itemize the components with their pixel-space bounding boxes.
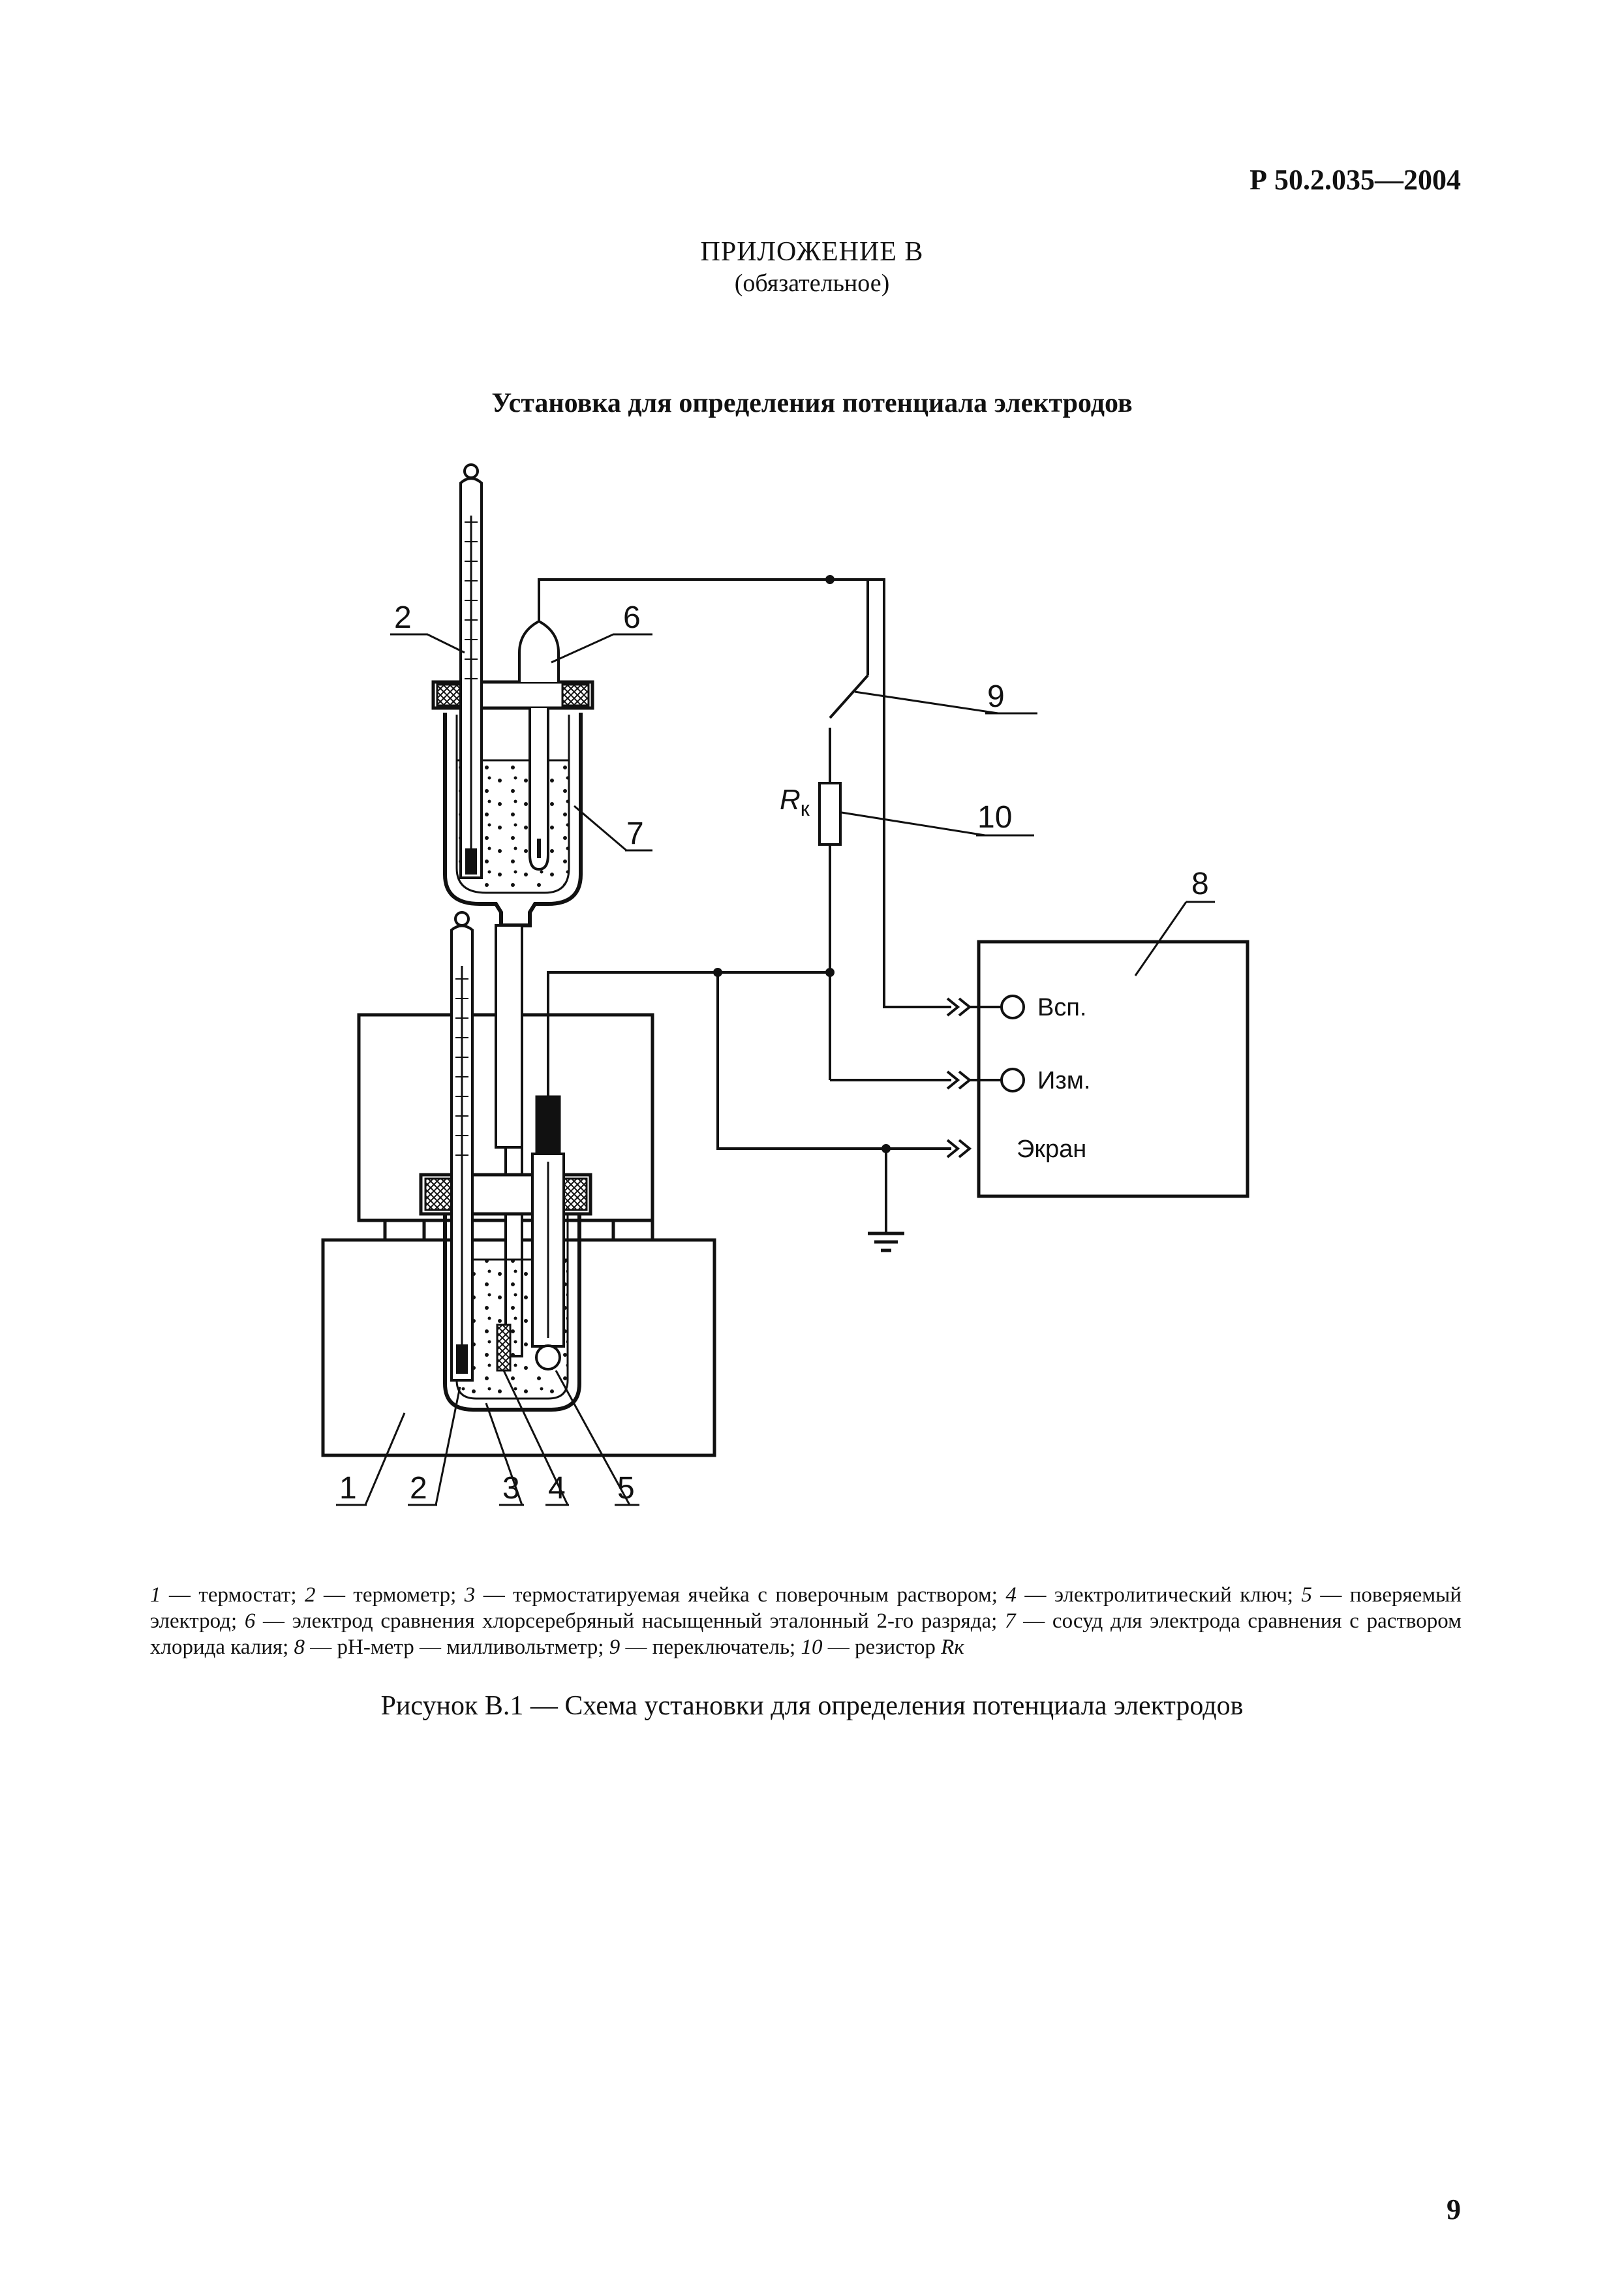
legend-text: — сосуд для электрода сравнения с раство…	[150, 1609, 1462, 1659]
figure-legend: 1 — термостат; 2 — термометр; 3 — термос…	[150, 1582, 1462, 1660]
legend-num: 1	[150, 1583, 161, 1607]
legend-text: — электрод сравнения хлорсеребряный насы…	[255, 1609, 1005, 1633]
callout-2-top: 2	[394, 600, 412, 635]
legend-text: — резистор	[822, 1635, 942, 1659]
callout-1: 1	[339, 1471, 357, 1506]
page-number: 9	[1447, 2193, 1461, 2225]
figure-title: Установка для определения потенциала эле…	[491, 388, 1133, 418]
reference-vessel	[431, 680, 594, 927]
terminal-meas-label: Изм.	[1037, 1067, 1090, 1094]
legend-num: 8	[294, 1635, 305, 1659]
legend-text: — термостатируемая ячейка с поверочным р…	[475, 1583, 1006, 1607]
callout-7: 7	[626, 816, 644, 851]
callout-2-bottom: 2	[410, 1471, 427, 1506]
figure-caption: Рисунок В.1 — Схема установки для опреде…	[380, 1691, 1244, 1721]
legend-num: 7	[1005, 1609, 1016, 1633]
document-code: Р 50.2.035—2004	[1249, 164, 1461, 196]
wiring	[538, 578, 1025, 1252]
resistor-symbol	[818, 782, 842, 846]
legend-num: 6	[244, 1609, 256, 1633]
ph-meter	[977, 940, 1249, 1198]
setup-diagram: 2 6 9 10 7 8 1 2 3 4 5 Rк Всп. Изм. Экра…	[321, 463, 1249, 1506]
legend-text: — электролитический ключ;	[1016, 1583, 1302, 1607]
callout-10: 10	[977, 800, 1012, 835]
legend-resistor: Rк	[941, 1635, 964, 1659]
legend-num: 9	[609, 1635, 620, 1659]
legend-text: — термостат;	[161, 1583, 305, 1607]
legend-text: — переключатель;	[620, 1635, 801, 1659]
legend-text: — термометр;	[315, 1583, 465, 1607]
legend-text: — рН-метр — милливольтметр;	[305, 1635, 609, 1659]
legend-num: 10	[801, 1635, 823, 1659]
appendix-status: (обязательное)	[734, 270, 890, 297]
tested-electrode	[531, 1083, 565, 1371]
legend-text: — поверяемый электрод;	[150, 1583, 1462, 1633]
legend-num: 5	[1301, 1583, 1312, 1607]
callout-9: 9	[987, 679, 1005, 714]
callout-8: 8	[1191, 867, 1209, 901]
callout-3: 3	[502, 1471, 520, 1506]
aux-terminal	[1000, 995, 1025, 1019]
terminal-aux-label: Всп.	[1037, 994, 1086, 1021]
svg-text:Rк: Rк	[780, 784, 810, 820]
resistor-label: R	[780, 784, 801, 816]
legend-num: 2	[305, 1583, 316, 1607]
callout-6: 6	[623, 600, 641, 635]
meas-terminal	[1000, 1068, 1025, 1092]
legend-num: 3	[464, 1583, 476, 1607]
upper-thermometer	[459, 463, 483, 879]
resistor-subscript: к	[801, 797, 810, 820]
appendix-title: ПРИЛОЖЕНИЕ В	[700, 237, 924, 267]
callout-5: 5	[617, 1471, 635, 1506]
callout-4: 4	[548, 1471, 566, 1506]
terminal-screen-label: Экран	[1017, 1136, 1086, 1163]
reference-electrode	[518, 604, 560, 871]
lower-thermometer	[450, 911, 474, 1382]
legend-num: 4	[1005, 1583, 1017, 1607]
